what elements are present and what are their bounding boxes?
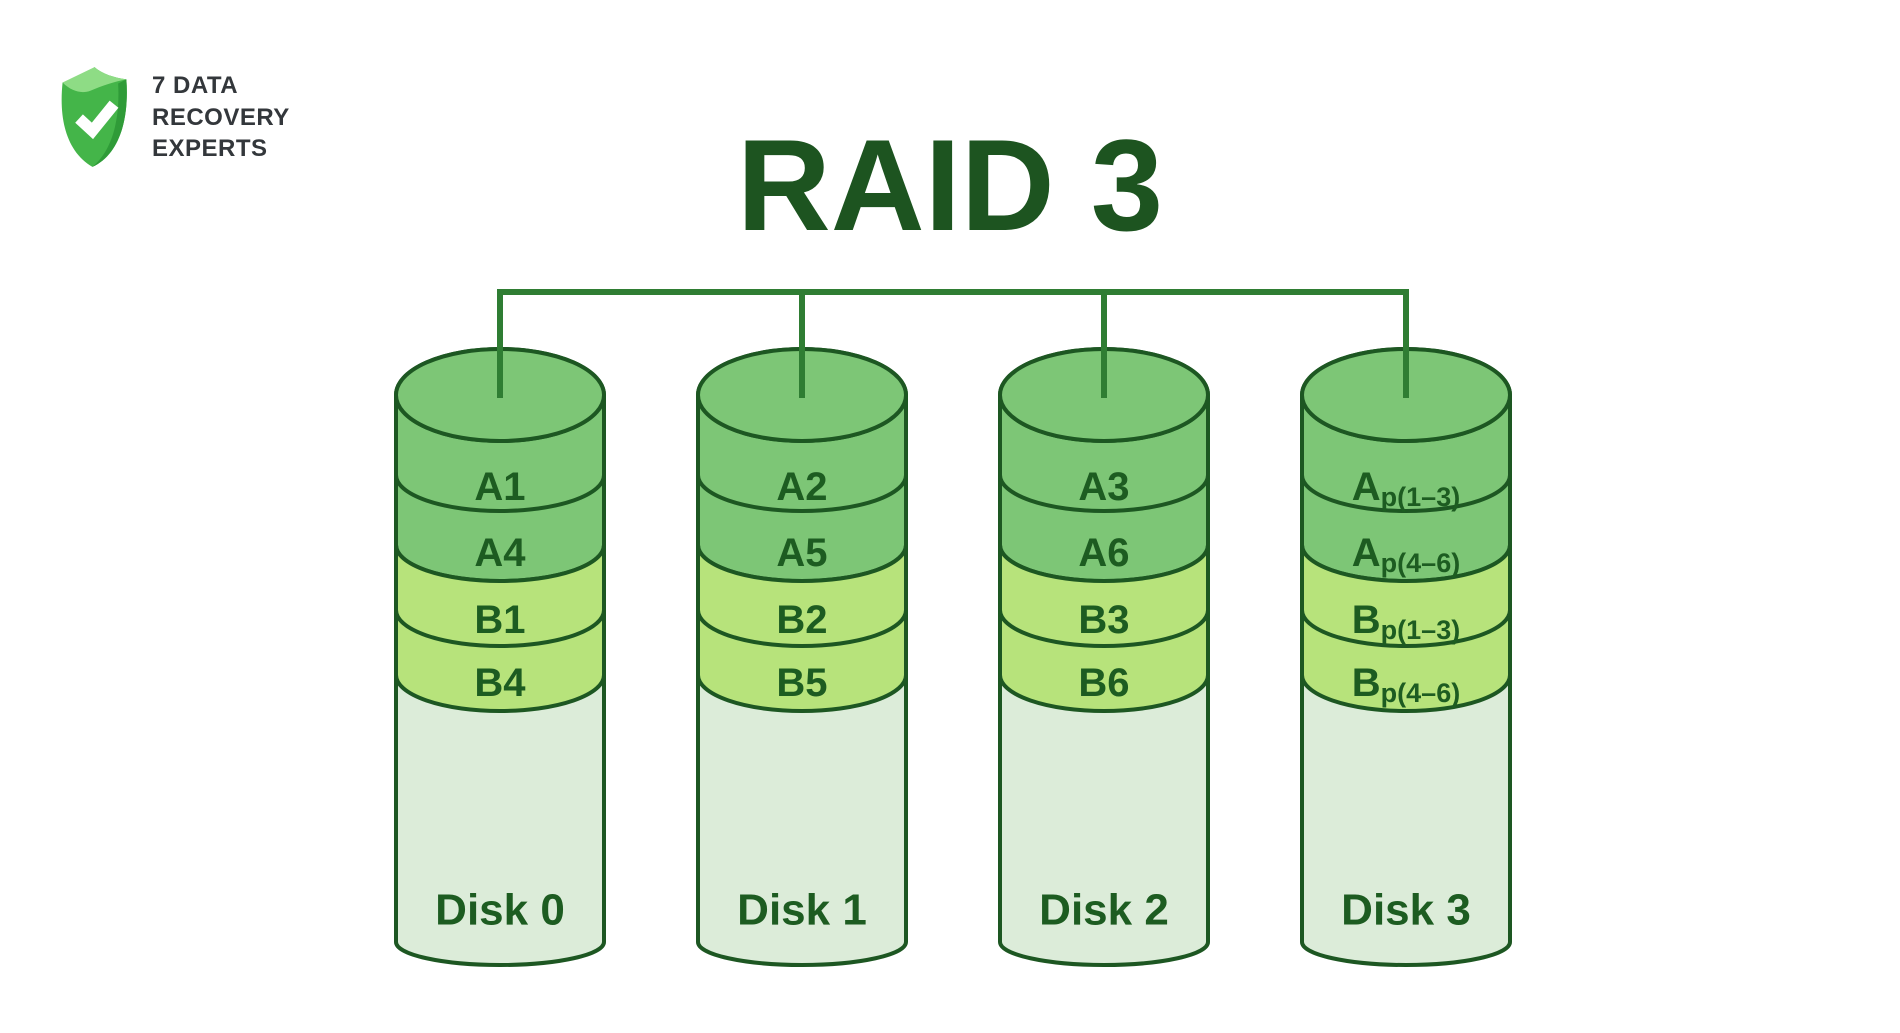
disk-label: Disk 2 (1039, 886, 1169, 935)
segment-label-subscript: p(4–6) (1381, 678, 1461, 708)
stripe-divider (998, 609, 1210, 648)
segment-label: A5 (776, 531, 827, 575)
disk-label: Disk 3 (1341, 886, 1471, 935)
segment-label: B4 (474, 661, 526, 705)
segment-label: A3 (1078, 465, 1129, 509)
shield-check-icon (61, 67, 127, 167)
stripe-band-b (696, 544, 908, 713)
logo: 7 DATA RECOVERY EXPERTS (56, 64, 290, 170)
logo-line-3: EXPERTS (152, 135, 268, 163)
segment-label: B6 (1078, 661, 1129, 705)
disk-label: Disk 1 (737, 886, 867, 935)
logo-text: 7 DATA RECOVERY EXPERTS (152, 70, 290, 165)
segment-label: B5 (776, 661, 827, 705)
segment-label-subscript: p(1–3) (1381, 615, 1461, 645)
stripe-divider (696, 609, 908, 648)
stripe-divider (1300, 609, 1512, 648)
logo-line-2: RECOVERY (152, 103, 290, 131)
disk-cylinder-3: Ap(1–3)Ap(4–6)Bp(1–3)Bp(4–6) Disk 3 (1300, 347, 1512, 967)
segment-label: B3 (1078, 598, 1129, 642)
segment-label: A2 (776, 465, 827, 509)
stripe-band-b (998, 544, 1210, 713)
stripe-band-b (394, 544, 606, 713)
stripe-divider (394, 474, 606, 513)
segment-label: A6 (1078, 531, 1129, 575)
stripe-divider (696, 474, 908, 513)
stripe-divider (394, 609, 606, 648)
segment-label: A1 (474, 465, 525, 509)
disk-top-platter (394, 347, 606, 443)
stripe-band-b (1300, 544, 1512, 713)
disk-label: Disk 0 (435, 886, 565, 935)
segment-label: B2 (776, 598, 827, 642)
segment-label: B1 (474, 598, 525, 642)
disk-top-platter (696, 347, 908, 443)
segment-label-subscript: p(4–6) (1381, 548, 1461, 578)
page-title: RAID 3 (736, 112, 1164, 258)
segment-label: A4 (474, 531, 526, 575)
disk-top-platter (1300, 347, 1512, 443)
stripe-divider (998, 474, 1210, 513)
disk-top-platter (998, 347, 1210, 443)
stripe-divider (1300, 474, 1512, 513)
logo-line-1: 7 DATA (152, 72, 239, 99)
segment-label-subscript: p(1–3) (1381, 482, 1461, 512)
